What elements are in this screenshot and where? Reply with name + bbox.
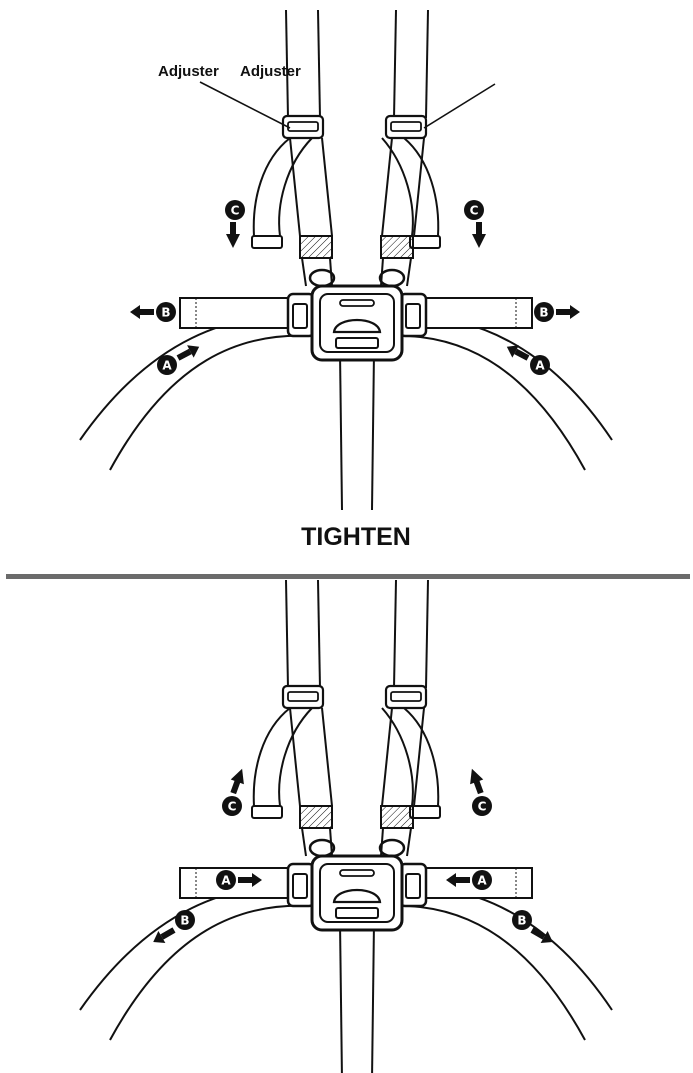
badge-a-left-bottom: A bbox=[216, 870, 262, 890]
panel-divider bbox=[6, 574, 690, 579]
arrow-up-icon bbox=[230, 768, 244, 795]
arrow-down-right-icon bbox=[528, 923, 557, 949]
adjuster-leader-left bbox=[199, 81, 291, 129]
adjuster-label-right: Adjuster bbox=[240, 63, 301, 80]
adjuster-leader-right bbox=[423, 83, 496, 129]
badge-a-left-top: A bbox=[157, 340, 203, 375]
badge-b-right-bottom: B bbox=[512, 910, 557, 949]
svg-text:A: A bbox=[477, 874, 487, 888]
arrow-down-icon bbox=[476, 222, 482, 236]
top-panel: Adjuster Adjuster C C B B bbox=[78, 8, 614, 551]
svg-text:C: C bbox=[231, 204, 240, 218]
svg-text:B: B bbox=[517, 914, 526, 928]
badge-a-right-bottom: A bbox=[446, 870, 492, 890]
badge-c-left-top: C bbox=[225, 200, 245, 248]
svg-text:B: B bbox=[539, 306, 548, 320]
svg-text:A: A bbox=[221, 874, 231, 888]
badge-c-right-bottom: C bbox=[470, 768, 492, 816]
arrow-right-icon bbox=[556, 305, 580, 319]
svg-text:A: A bbox=[162, 359, 172, 373]
arrow-down-left-icon bbox=[149, 923, 178, 949]
svg-text:B: B bbox=[161, 306, 170, 320]
svg-text:C: C bbox=[228, 800, 237, 814]
badge-c-left-bottom: C bbox=[222, 768, 244, 816]
arrow-up-icon bbox=[470, 768, 484, 795]
caption-tighten: TIGHTEN bbox=[301, 523, 411, 551]
arrow-left-icon bbox=[130, 305, 154, 319]
badge-c-right-top: C bbox=[464, 200, 486, 248]
badge-b-left-bottom: B bbox=[149, 910, 195, 949]
arrow-down-icon bbox=[230, 222, 236, 236]
badge-b-right-top: B bbox=[534, 302, 580, 322]
svg-text:C: C bbox=[478, 800, 487, 814]
badge-b-left-top: B bbox=[130, 302, 176, 322]
bottom-panel: C C A A B bbox=[78, 578, 614, 1073]
svg-text:B: B bbox=[180, 914, 189, 928]
badge-a-right-top: A bbox=[503, 340, 550, 375]
svg-text:A: A bbox=[535, 359, 545, 373]
svg-text:C: C bbox=[470, 204, 479, 218]
adjuster-label-left: Adjuster bbox=[158, 63, 219, 80]
